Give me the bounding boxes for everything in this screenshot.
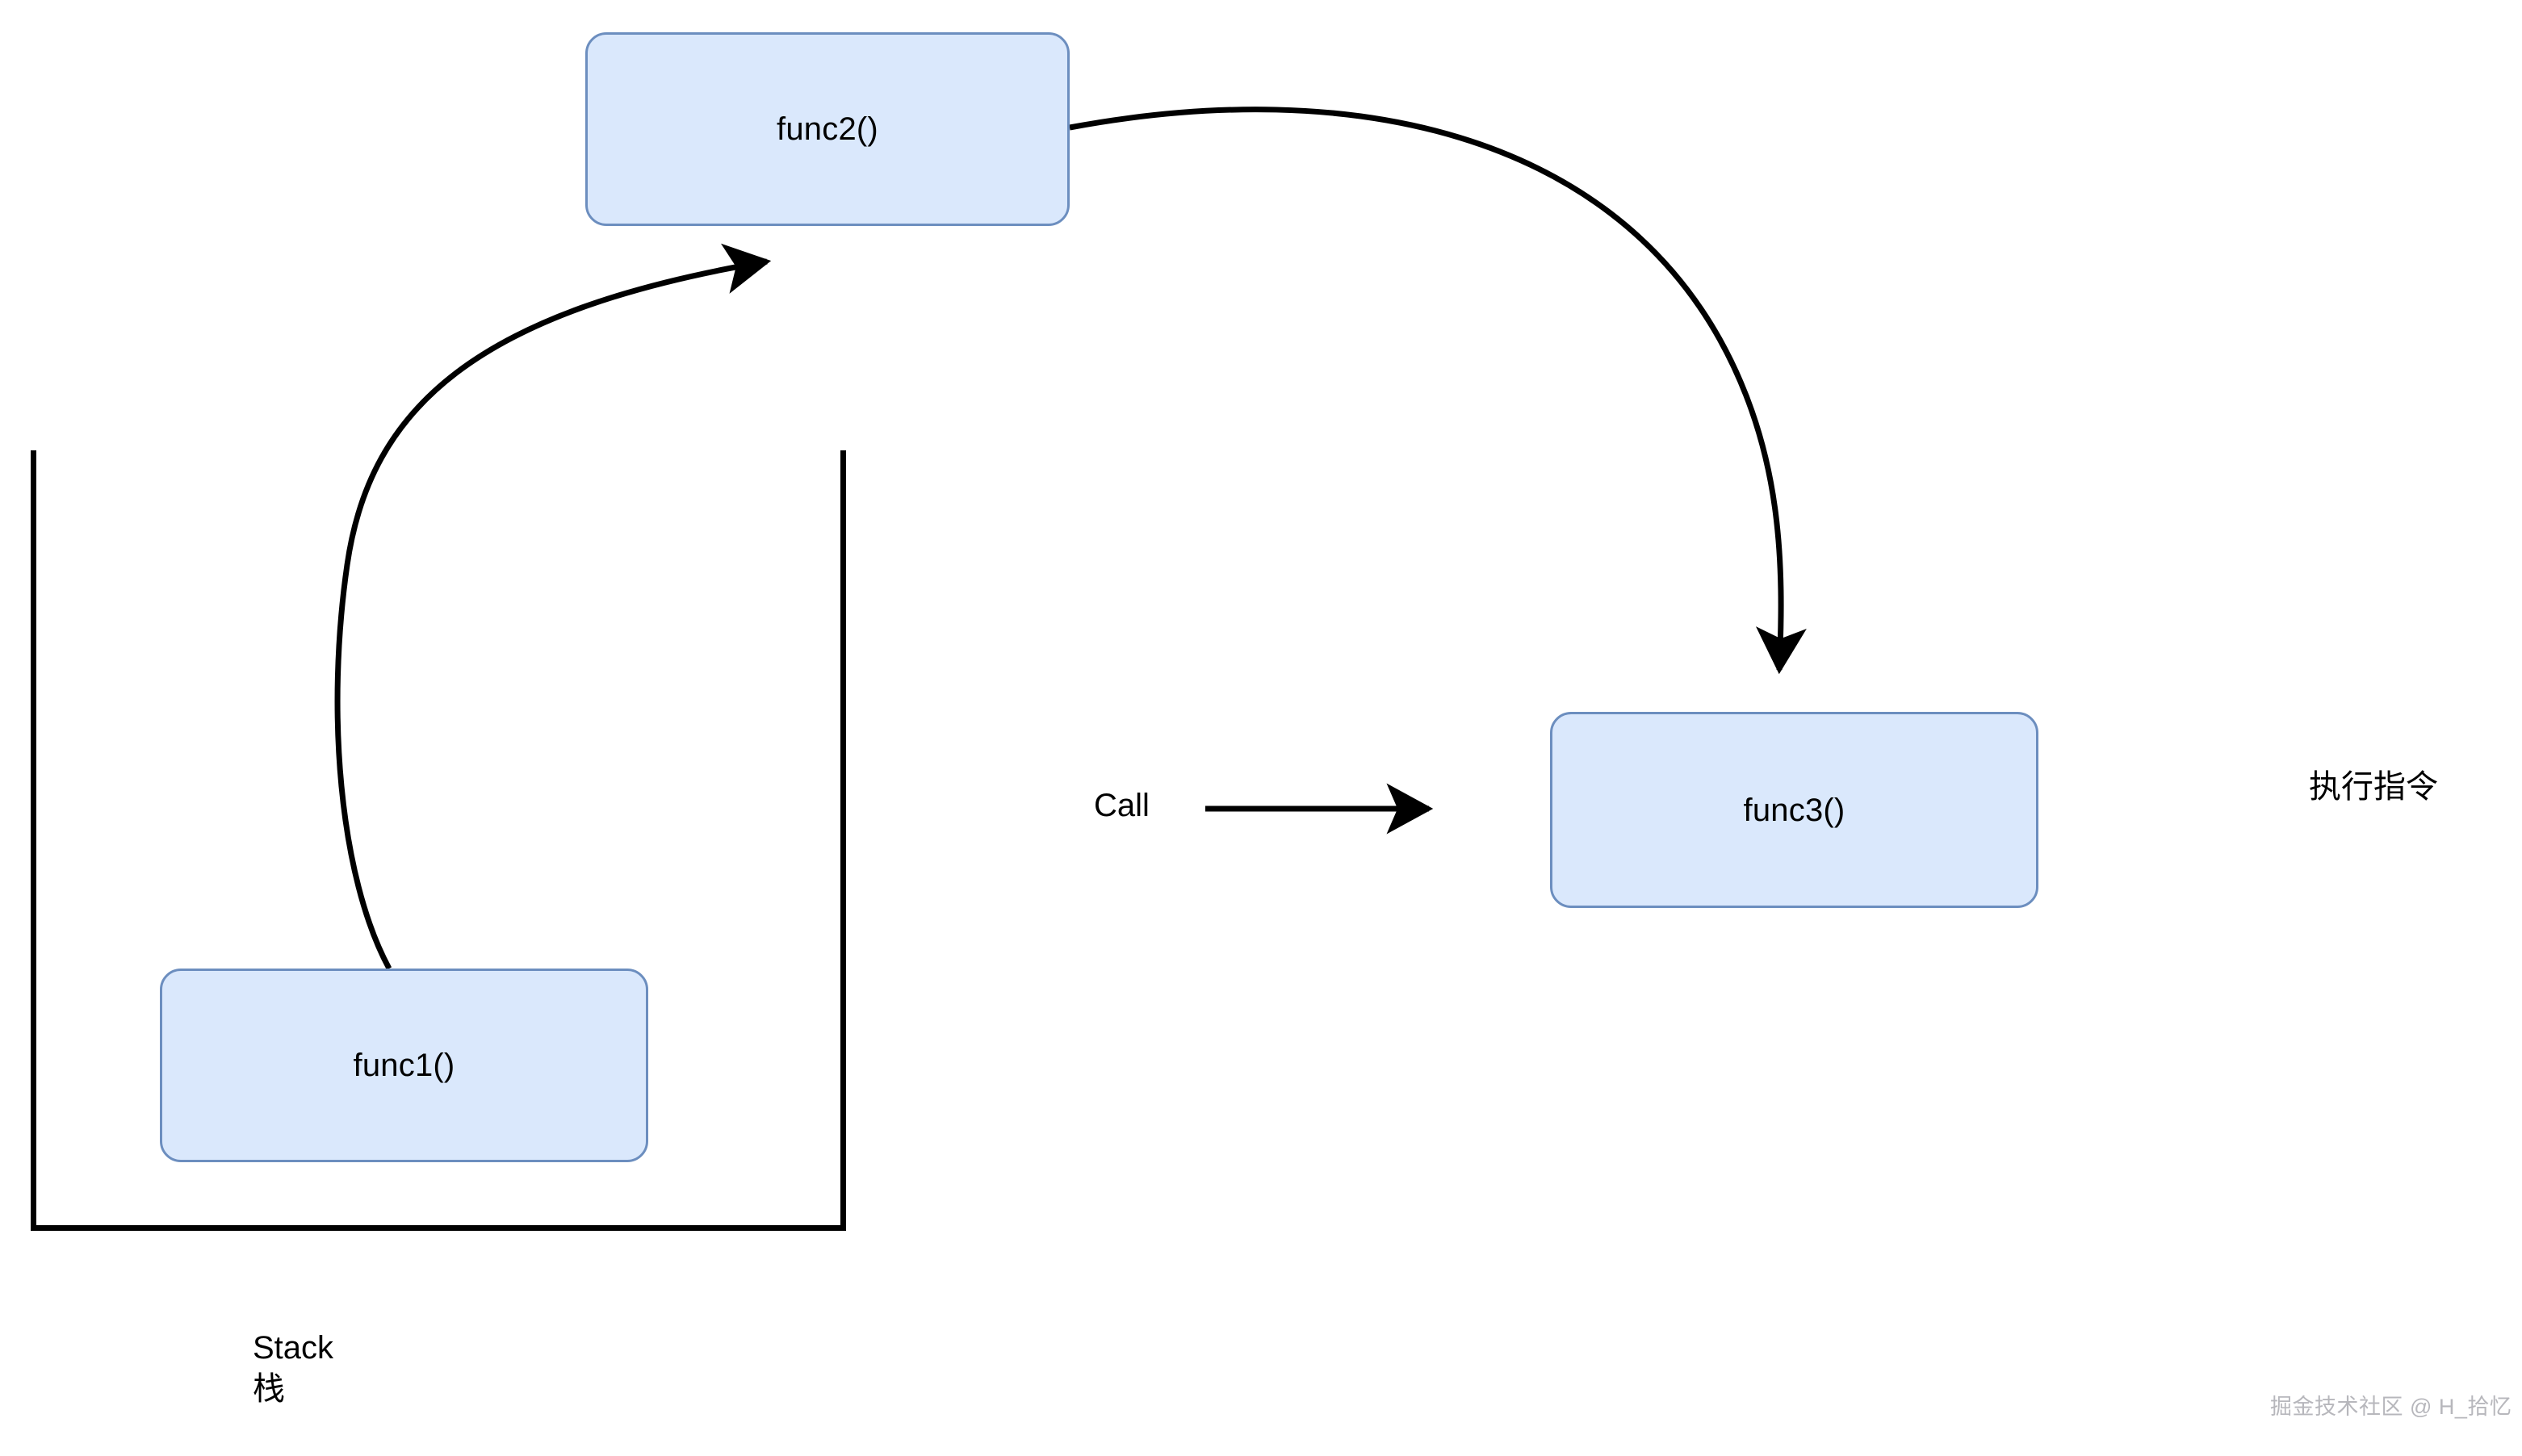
stack-frame [31,450,846,1231]
stack-label: Stack 栈 [253,1330,334,1408]
node-func1[interactable]: func1() [160,969,648,1162]
execute-instruction-label: 执行指令 [2309,769,2438,805]
watermark: 掘金技术社区 @ H_拾忆 [2270,1395,2512,1419]
node-func3[interactable]: func3() [1550,712,2038,908]
node-func2-label: func2() [777,111,878,147]
edge-func2-to-func3 [1069,107,1807,675]
call-label: Call [1094,788,1150,823]
node-func2[interactable]: func2() [585,32,1070,226]
node-func1-label: func1() [353,1048,455,1083]
node-func3-label: func3() [1743,792,1845,828]
